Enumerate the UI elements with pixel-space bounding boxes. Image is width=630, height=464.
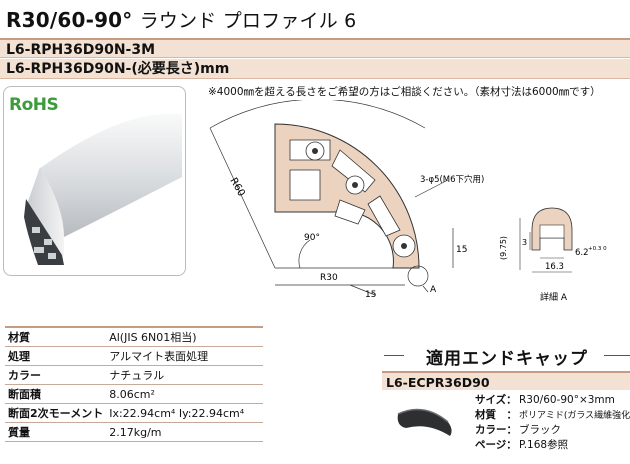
spec-value: 2.17kg/m (106, 422, 263, 442)
endcap-part-number: L6-ECPR36D90 (382, 371, 630, 390)
endcap-title-rule-right (604, 355, 630, 356)
profile-section (274, 123, 420, 269)
endcap-spec-value: P.168参照 (519, 439, 569, 451)
detail-mark: A (430, 285, 437, 295)
page-title: R30/60-90° ラウンド プロファイル 6 (6, 6, 356, 33)
endcap-spec-key: ページ： (475, 439, 517, 451)
endcap-title: 適用エンドキャップ (426, 349, 588, 369)
spec-value: 8.06cm² (106, 384, 263, 404)
spec-row: カラーナチュラル (5, 365, 263, 385)
dim-15-bottom: 15 (365, 290, 376, 300)
title-jp: ラウンド プロファイル 6 (139, 10, 357, 32)
endcap-spec-value: ブラック (519, 424, 561, 436)
spec-value: アルマイト表面処理 (106, 346, 263, 366)
dim-r30: R30 (320, 273, 338, 283)
endcap-title-rule-left (384, 355, 404, 356)
rohs-logo: RoHS (9, 95, 59, 115)
product-photo (3, 86, 186, 276)
length-note: ※4000㎜を超える長さをご希望の方はご相談ください。（素材寸法は6000㎜です… (208, 86, 601, 98)
part-number-2: L6-RPH36D90N-(必要長さ)mm (0, 59, 630, 79)
dim-angle: 90° (304, 233, 320, 243)
dimension-lines (209, 100, 454, 296)
endcap-spec-value: R30/60-90°×3mm (519, 393, 615, 406)
profile-photo-illustration (24, 111, 183, 265)
detail-title: 詳細 A (540, 291, 568, 303)
endcap-spec-key: サイズ： (475, 394, 517, 406)
endcap-spec-table: サイズ：R30/60-90°×3mm 材質 ：ポリアミド(ガラス繊維強化) カラ… (474, 392, 630, 452)
spec-row: 処理アルマイト表面処理 (5, 346, 263, 366)
endcap-spec-key: 材質 ： (475, 409, 517, 421)
dim-15-right: 15 (456, 245, 467, 255)
detail-a: (9.75) 3 6.2 +0.3 0 16.3 詳細 A (499, 207, 607, 303)
dim-6-2-tolerance: +0.3 0 (588, 246, 607, 252)
endcap-spec-row: カラー：ブラック (474, 422, 630, 437)
endcap-spec-row: サイズ：R30/60-90°×3mm (474, 392, 630, 407)
dim-9-75: (9.75) (499, 236, 508, 260)
endcap-photo (397, 408, 452, 436)
spec-value: Ix:22.94cm⁴ Iy:22.94cm⁴ (106, 403, 263, 423)
spec-value: Al(JIS 6N01相当) (106, 326, 263, 347)
spec-key: 断面積 (5, 384, 107, 404)
spec-key: 材質 (5, 326, 107, 347)
spec-key: 質量 (5, 422, 107, 442)
dim-16-3: 16.3 (545, 262, 564, 272)
hole-spec: 3-φ5(M6下穴用) (420, 174, 484, 185)
part-number-1: L6-RPH36D90N-3M (0, 38, 630, 58)
spec-value: ナチュラル (106, 365, 263, 385)
title-model: R30/60-90° (6, 8, 133, 32)
dim-6-2: 6.2 (575, 248, 589, 258)
endcap-spec-value: ポリアミド(ガラス繊維強化) (519, 411, 630, 421)
cross-section-drawing: R60 90° R30 15 15 3-φ5(M6下穴用) A (9.75) 3… (209, 100, 607, 303)
spec-key: 断面2次モーメント (5, 403, 107, 423)
endcap-spec-row: 材質 ：ポリアミド(ガラス繊維強化) (474, 407, 630, 422)
endcap-spec-key: カラー： (475, 424, 517, 436)
dim-r60: R60 (227, 176, 246, 199)
endcap-spec-row: ページ：P.168参照 (474, 437, 630, 452)
spec-key: カラー (5, 365, 107, 385)
dim-3: 3 (522, 238, 527, 247)
spec-key: 処理 (5, 346, 107, 366)
